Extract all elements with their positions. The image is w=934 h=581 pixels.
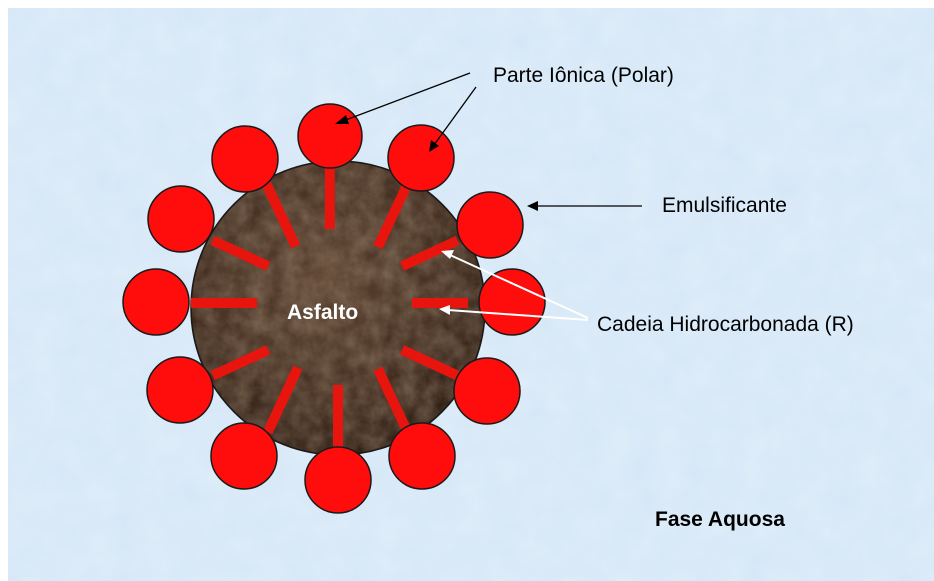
aqueous-phase-label: Fase Aquosa [655,508,785,531]
polar-head [212,126,278,192]
polar-head [211,423,277,489]
asphalt-label: Asfalto [287,301,358,324]
polar-head [388,125,454,191]
polar-head [457,192,523,258]
polar-head [147,357,213,423]
hydrocarbon-tail [325,168,335,229]
hydrocarbon-chain-label: Cadeia Hidrocarbonada (R) [597,313,854,336]
polar-head [454,358,520,424]
emulsifier-label: Emulsificante [662,194,787,217]
hydrocarbon-tail [191,298,257,308]
polar-head [479,269,545,335]
ionic-part-label: Parte Iônica (Polar) [493,64,674,87]
polar-head [123,269,189,335]
hydrocarbon-tail [412,298,468,308]
polar-head [148,186,214,252]
polar-head [389,423,455,489]
hydrocarbon-tail [333,385,343,449]
polar-head [305,447,371,513]
polar-head [298,104,362,168]
